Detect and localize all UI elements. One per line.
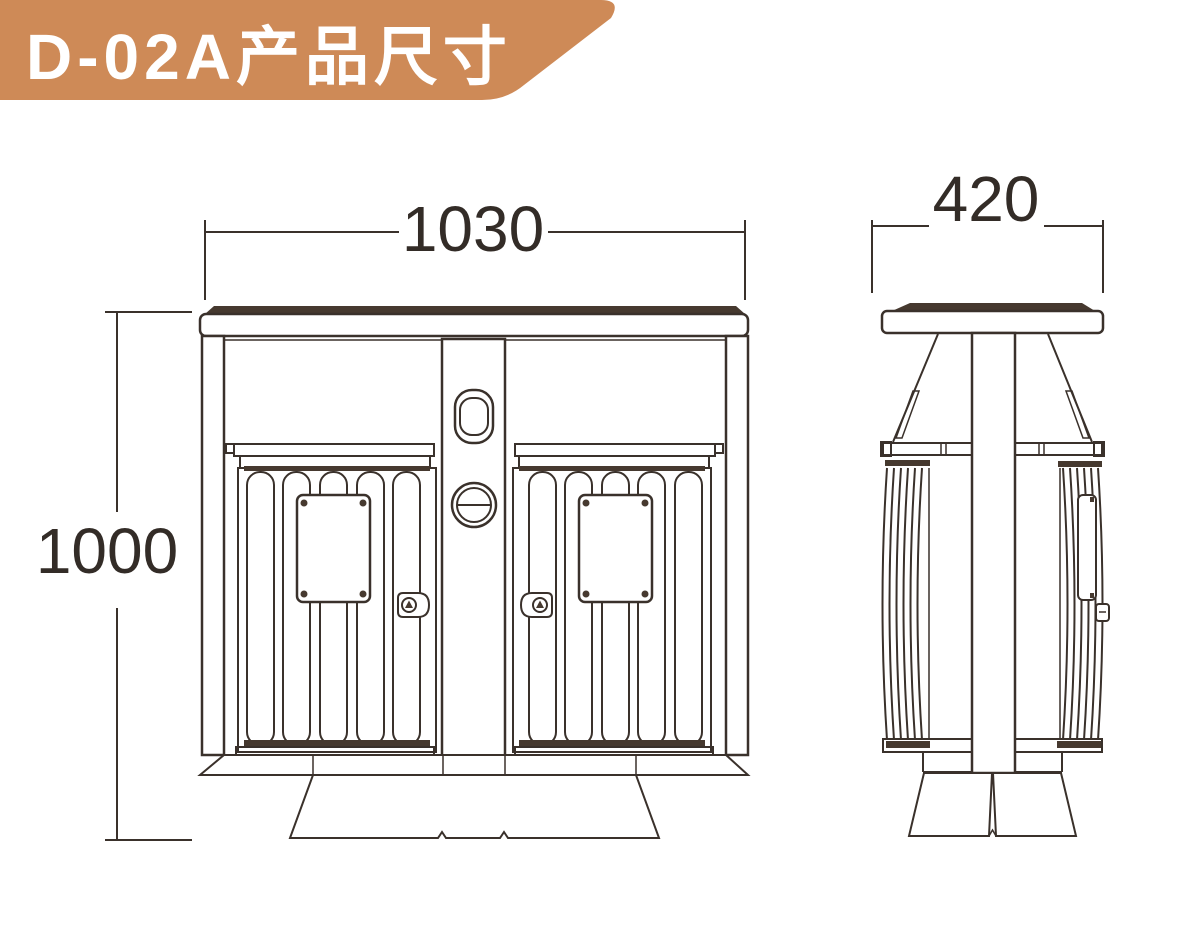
front-lid: [198, 306, 750, 338]
front-width-dimension: 1030: [204, 193, 746, 300]
side-depth-label: 420: [933, 163, 1040, 235]
side-lock-panel: [1077, 494, 1110, 622]
front-left-bin: [225, 443, 437, 756]
right-bin-lock: [519, 592, 553, 618]
front-pedestal: [288, 774, 661, 839]
side-lid: [880, 303, 1105, 335]
front-body-frame: [200, 334, 750, 757]
front-height-label: 1000: [36, 515, 178, 587]
side-view: 420: [871, 163, 1110, 837]
left-bin-plaque: [295, 493, 372, 604]
front-width-label: 1030: [402, 193, 544, 265]
side-feet: [907, 772, 1078, 837]
side-depth-dimension: 420: [871, 163, 1104, 293]
front-center-column: [440, 337, 507, 777]
right-bin-plaque: [577, 493, 654, 604]
banner-shape: [0, 0, 615, 100]
front-height-dimension: 1000: [36, 311, 192, 841]
banner: D-02A产品尺寸: [0, 0, 615, 100]
side-right-barrel: [1058, 461, 1110, 741]
side-center-post: [970, 331, 1017, 775]
page-title: D-02A产品尺寸: [26, 21, 512, 93]
front-right-bin: [512, 443, 724, 756]
side-left-barrel: [881, 460, 930, 741]
left-bin-lock: [397, 592, 431, 618]
side-shoulders: [892, 333, 1093, 443]
front-base: [197, 754, 751, 839]
front-view: 1030 1000: [36, 193, 751, 841]
